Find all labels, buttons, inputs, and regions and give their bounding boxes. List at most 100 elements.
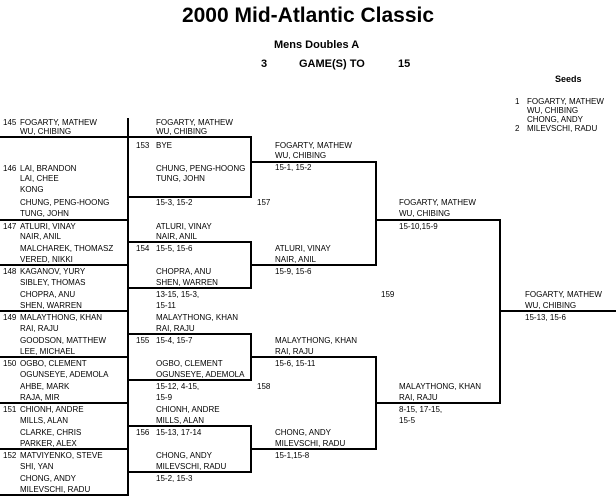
bracket-line	[128, 333, 251, 335]
player-name: MILLS, ALAN	[156, 416, 205, 425]
player-name: CHIONH, ANDRE	[156, 405, 220, 414]
final-score: 15-13, 15-6	[525, 313, 566, 322]
bracket-line	[376, 219, 500, 221]
bracket-line	[0, 356, 128, 358]
player-name: CHONG, ANDY	[275, 428, 332, 437]
player-name: LAI, CHEE	[20, 174, 59, 183]
bracket-line	[0, 136, 128, 138]
player-name: WU, CHIBING	[399, 209, 451, 218]
match-number: 150	[3, 359, 17, 368]
player-name: ATLURI, VINAY	[275, 244, 331, 253]
score: 15-9, 15-6	[275, 267, 312, 276]
match-number: 157	[257, 198, 271, 207]
score: 15-12, 4-15,	[156, 382, 200, 391]
player-name: TUNG, JOHN	[156, 174, 205, 183]
player-name: SHI, YAN	[20, 462, 54, 471]
champion-name: FOGARTY, MATHEW	[525, 290, 602, 299]
player-name: CHIONH, ANDRE	[20, 405, 84, 414]
player-name: SIBLEY, THOMAS	[20, 278, 86, 287]
bracket-line	[128, 241, 251, 243]
bracket-line	[375, 161, 377, 266]
player-name: MALAYTHONG, KHAN	[20, 313, 103, 322]
score: 15-11	[156, 301, 176, 310]
page-title: 2000 Mid-Atlantic Classic	[181, 4, 435, 27]
player-name: KAGANOV, YURY	[20, 267, 86, 276]
player-name: CHONG, ANDY	[156, 451, 213, 460]
bracket-line	[0, 264, 128, 266]
player-name: MILLS, ALAN	[20, 416, 69, 425]
match-number: 147	[3, 222, 17, 231]
player-name: CHONG, ANDY	[20, 474, 77, 483]
score: 15-5, 15-6	[156, 244, 193, 253]
player-name: CHOPRA, ANU	[156, 267, 212, 276]
player-name: RAI, RAJU	[399, 393, 438, 402]
player-name: ATLURI, VINAY	[20, 222, 76, 231]
bracket-line	[0, 494, 128, 496]
player-name: MALAYTHONG, KHAN	[275, 336, 358, 345]
seed-number: 1	[515, 97, 520, 106]
bracket-line	[128, 379, 251, 381]
player-name: RAI, RAJU	[156, 324, 195, 333]
player-name: RAI, RAJU	[20, 324, 59, 333]
player-name: WU, CHIBING	[20, 127, 72, 136]
bracket-line	[0, 219, 128, 221]
match-number: 148	[3, 267, 17, 276]
player-name: MILEVSCHI, RADU	[20, 485, 91, 494]
player-name: ATLURI, VINAY	[156, 222, 212, 231]
bracket-line	[128, 196, 251, 198]
match-number: 145	[3, 118, 17, 127]
seed-player: WU, CHIBING	[527, 106, 579, 115]
player-name: KONG	[20, 185, 44, 194]
bracket-line	[128, 136, 251, 138]
score: 15-5	[399, 416, 416, 425]
bracket-line	[376, 402, 500, 404]
player-name: RAI, RAJU	[275, 347, 314, 356]
match-number: 156	[136, 428, 150, 437]
player-name: VERED, NIKKI	[20, 255, 73, 264]
player-name: CHUNG, PENG-HOONG	[156, 164, 246, 173]
player-name: OGUNSEYE, ADEMOLA	[20, 370, 109, 379]
player-name: FOGARTY, MATHEW	[275, 141, 352, 150]
games-count: 3	[261, 58, 268, 70]
bracket-line	[251, 161, 376, 163]
score: 15-2, 15-3	[156, 474, 193, 483]
bracket-line	[0, 448, 128, 450]
seeds-heading: Seeds	[555, 74, 582, 84]
player-name: MALCHAREK, THOMASZ	[20, 244, 114, 253]
player-name: LAI, BRANDON	[20, 164, 77, 173]
bracket-line	[0, 310, 128, 312]
player-name: MALAYTHONG, KHAN	[156, 313, 239, 322]
player-name: LEE, MICHAEL	[20, 347, 76, 356]
score: 15-6, 15-11	[275, 359, 316, 368]
bracket-line	[0, 402, 128, 404]
player-name: FOGARTY, MATHEW	[20, 118, 97, 127]
player-name: WU, CHIBING	[275, 151, 327, 160]
bracket-line	[251, 448, 376, 450]
match-number: 152	[3, 451, 17, 460]
bracket-line	[127, 118, 129, 496]
score: 8-15, 17-15,	[399, 405, 443, 414]
player-name: MILEVSCHI, RADU	[275, 439, 346, 448]
games-label: GAME(S) TO	[299, 58, 365, 70]
player-name: AHBE, MARK	[20, 382, 70, 391]
match-number: 146	[3, 164, 17, 173]
player-name: OGBO, CLEMENT	[156, 359, 223, 368]
bracket-line	[500, 310, 616, 312]
player-name: MATVIYENKO, STEVE	[20, 451, 103, 460]
champion-name: WU, CHIBING	[525, 301, 577, 310]
bracket-line	[251, 356, 376, 358]
score: 15-10,15-9	[399, 222, 438, 231]
player-name: SHEN, WARREN	[156, 278, 218, 287]
match-number: 151	[3, 405, 17, 414]
score: 13-15, 15-3,	[156, 290, 200, 299]
player-name: MILEVSCHI, RADU	[156, 462, 227, 471]
score: 15-9	[156, 393, 173, 402]
player-name: NAIR, ANIL	[20, 232, 61, 241]
player-name: CHOPRA, ANU	[20, 290, 76, 299]
event-name: Mens Doubles A	[274, 39, 360, 51]
bracket-line	[128, 287, 251, 289]
player-name: MALAYTHONG, KHAN	[399, 382, 482, 391]
player-name: OGUNSEYE, ADEMOLA	[156, 370, 245, 379]
score: 15-1, 15-2	[275, 163, 312, 172]
score: 15-3, 15-2	[156, 198, 193, 207]
